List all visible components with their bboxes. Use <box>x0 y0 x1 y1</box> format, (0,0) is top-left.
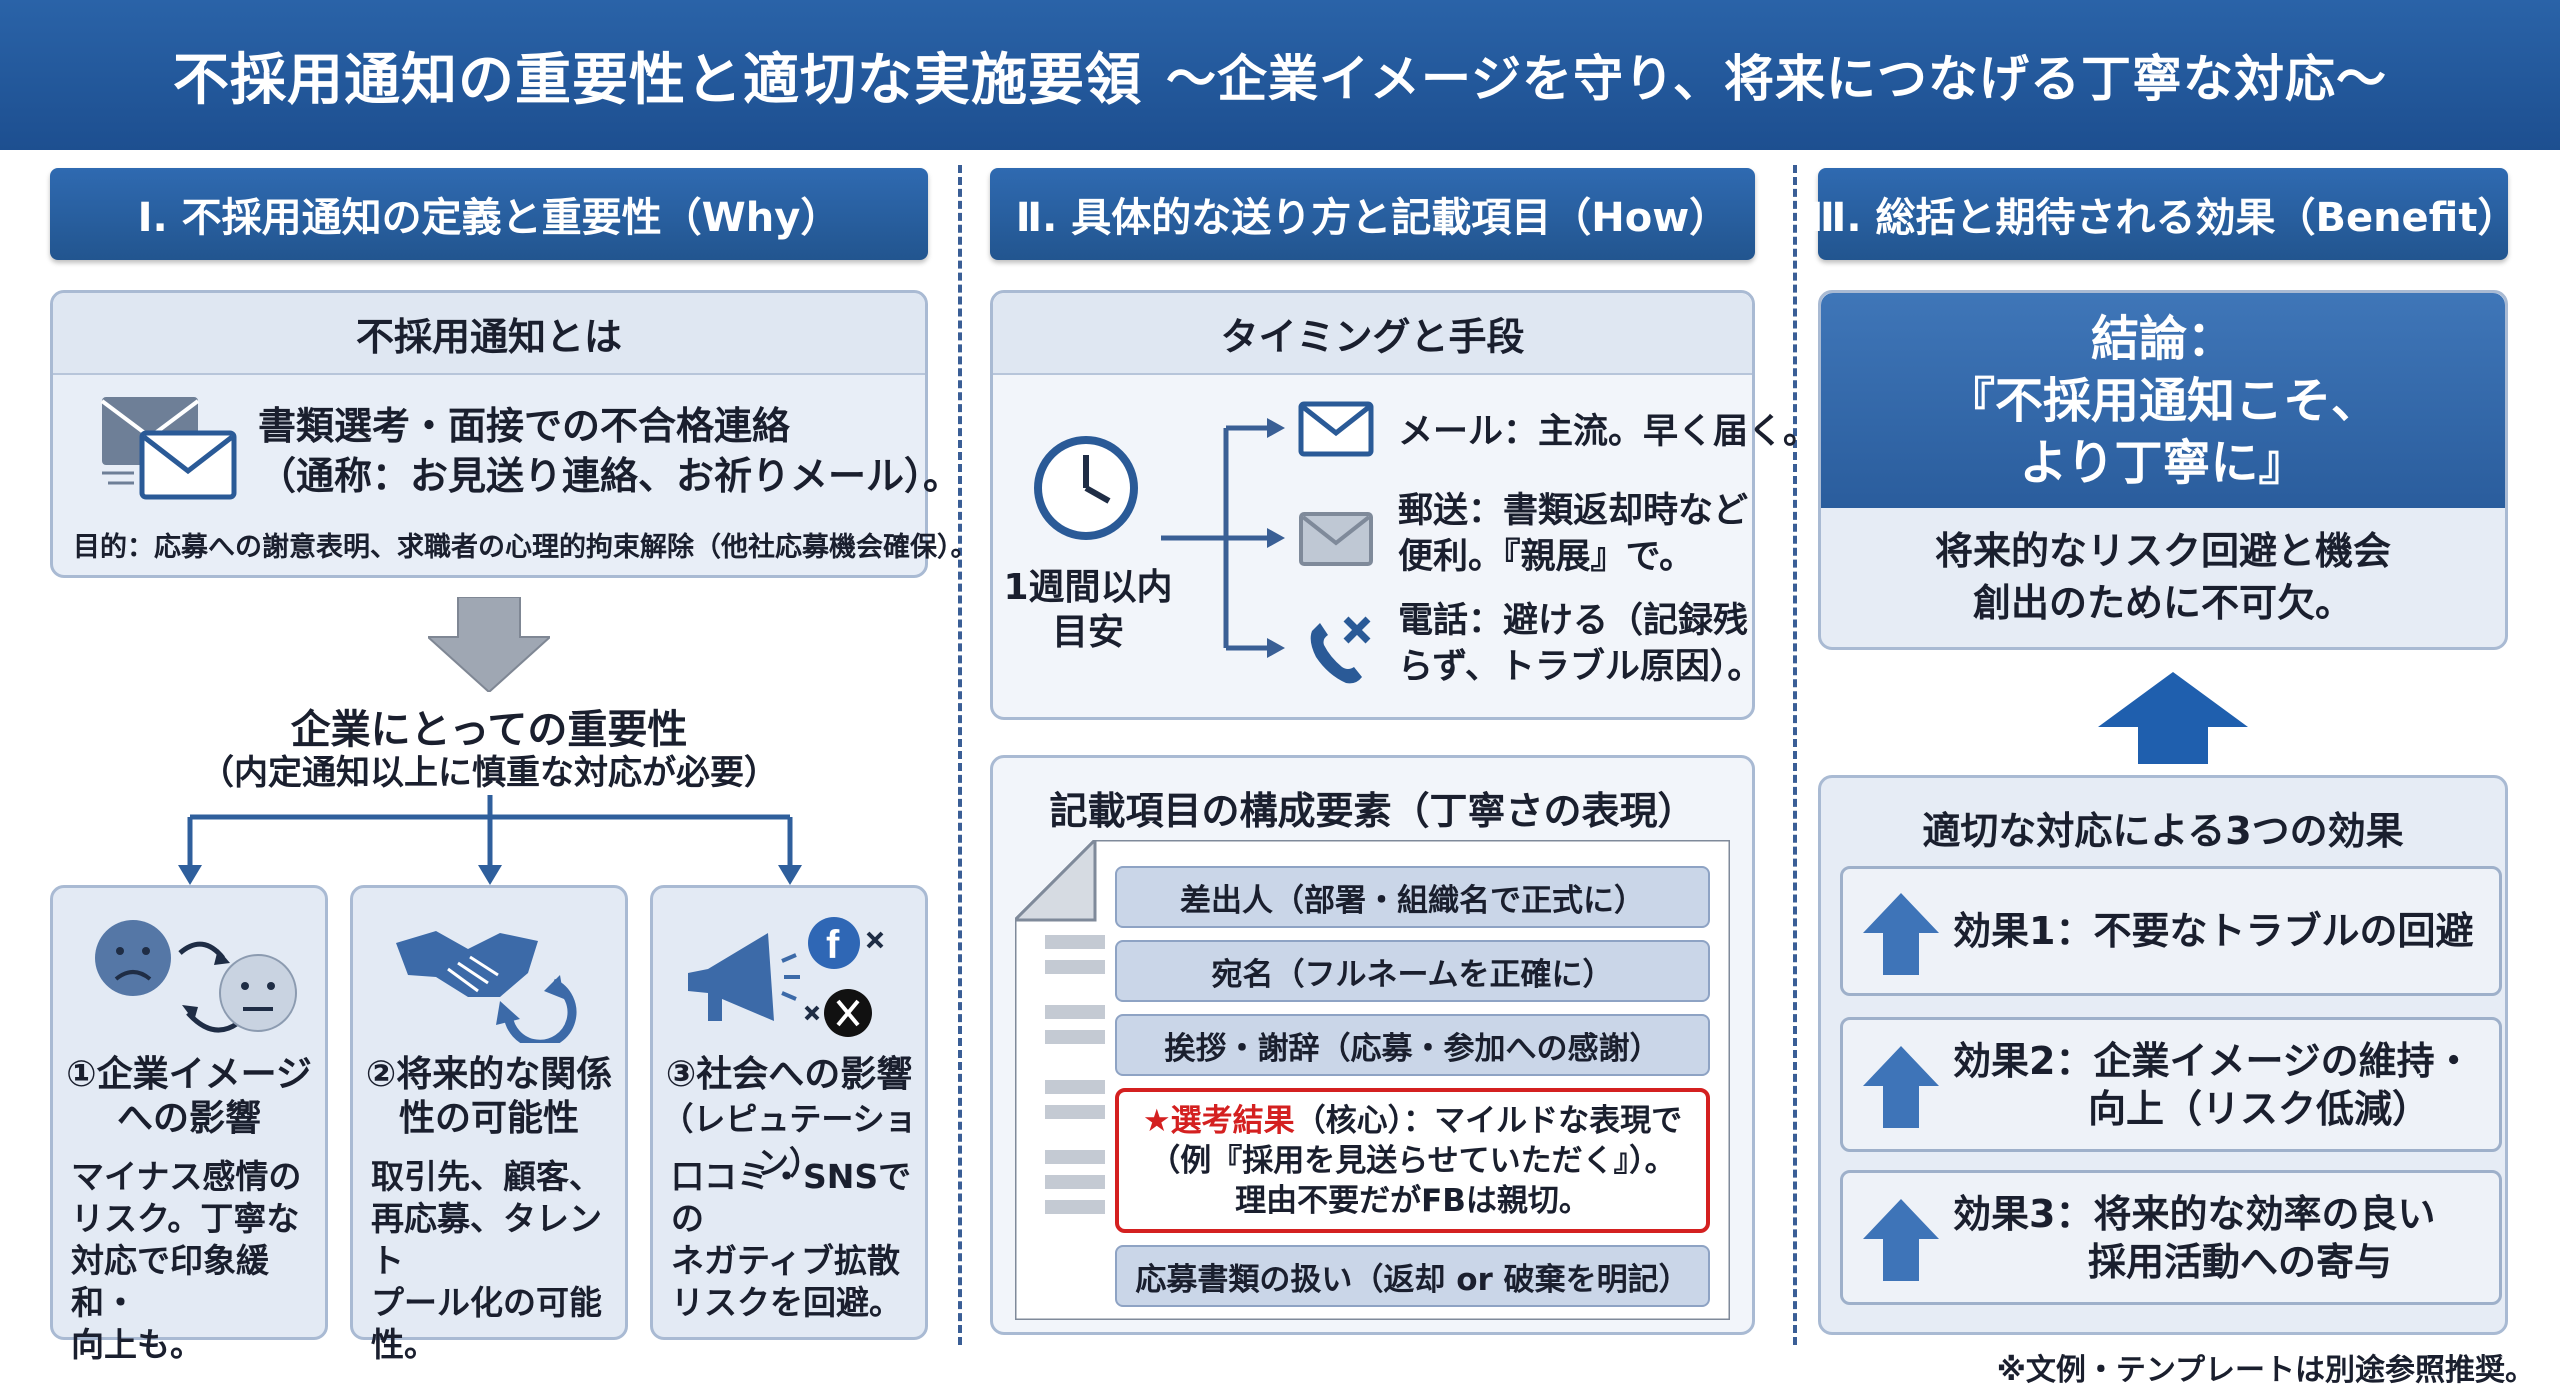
components-title: 記載項目の構成要素（丁寧さの表現） <box>1049 789 1696 833</box>
definition-title: 不採用通知とは <box>53 293 925 375</box>
branch-connector <box>178 795 802 885</box>
footnote: ※文例・テンプレートは別途参照推奨。 <box>1996 1353 2535 1388</box>
impact-card-image-heading: ①企業イメージ への影響 <box>66 1054 312 1139</box>
component-greeting: 挨拶・謝辞（応募・参加への感謝） <box>1115 1014 1710 1076</box>
section-header-why: Ⅰ. 不採用通知の定義と重要性（Why） <box>50 168 928 260</box>
doc-line <box>1045 935 1105 949</box>
impact-card-relationship-heading: ②将来的な関係 性の可能性 <box>365 1054 613 1139</box>
doc-line <box>1045 1200 1105 1214</box>
conclusion-body: 将来的なリスク回避と機会 創出のために不可欠。 <box>1934 529 2391 625</box>
definition-line-2: （通称：お見送り連絡、お祈りメール）。 <box>258 454 962 498</box>
up-arrow-icon <box>2098 672 2248 764</box>
down-arrow-icon <box>428 597 550 692</box>
definition-purpose: 目的：応募への謝意表明、求職者の心理的拘束解除（他社応募機会確保）。 <box>73 532 978 563</box>
up-arrow-icon <box>1863 1199 1939 1281</box>
timing-title: タイミングと手段 <box>993 293 1752 375</box>
doc-line <box>1045 1150 1105 1164</box>
section-header-how: Ⅱ. 具体的な送り方と記載項目（How） <box>990 168 1755 260</box>
definition-line-1: 書類選考・面接での不合格連絡 <box>258 404 791 448</box>
doc-line <box>1045 960 1105 974</box>
importance-title: 企業にとっての重要性 <box>290 707 688 753</box>
timing-panel: タイミングと手段 1週間以内 目安 メール：主流。早く届く。 郵送：書類返却時な… <box>990 290 1818 720</box>
section-header-benefit: Ⅲ. 総括と期待される効果（Benefit） <box>1809 168 2517 260</box>
effect-card-3: 効果3：将来的な効率の良い 採用活動への寄与 <box>1840 1170 2502 1305</box>
timing-label-2: 目安 <box>1051 612 1124 653</box>
method-postal: 郵送：書類返却時など 便利。『親展』で。 <box>1398 491 1749 577</box>
megaphone-sns-icon: f <box>688 917 884 1037</box>
impact-card-reputation-body: 口コミ・SNSでの ネガティブ拡散 リスクを回避。 <box>671 1157 912 1322</box>
doc-line <box>1045 1005 1105 1019</box>
component-addressee: 宛名（フルネームを正確に） <box>1115 940 1710 1002</box>
impact-card-reputation: f ③社会への影響 （レピュテーション） 口コミ・SNSでの ネガティブ拡散 リ… <box>650 885 928 1340</box>
page-subtitle: ～企業イメージを守り、将来につなげる丁寧な対応～ <box>1166 50 2387 108</box>
svg-text:f: f <box>826 923 840 967</box>
conclusion-banner: 結論： 『不採用通知こそ、 より丁寧に』 <box>1821 293 2505 508</box>
page-title-bar: 不採用通知の重要性と適切な実施要領 ～企業イメージを守り、将来につなげる丁寧な対… <box>0 0 2560 150</box>
importance-subtitle: （内定通知以上に慎重な対応が必要） <box>200 753 778 793</box>
effect-card-1: 効果1：不要なトラブルの回避 <box>1840 866 2502 996</box>
handshake-icon <box>396 931 577 1043</box>
impact-card-image: ①企業イメージ への影響 マイナス感情の リスク。丁寧な 対応で印象緩和・ 向上… <box>50 885 328 1364</box>
doc-line <box>1045 1080 1105 1094</box>
column-divider-1 <box>958 165 962 1345</box>
impact-card-image-body: マイナス感情の リスク。丁寧な 対応で印象緩和・ 向上も。 <box>71 1157 302 1364</box>
impact-card-relationship: ②将来的な関係 性の可能性 取引先、顧客、 再応募、タレント プール化の可能 性… <box>350 885 628 1364</box>
method-email: メール：主流。早く届く。 <box>1398 412 1819 452</box>
effect-card-2: 効果2：企業イメージの維持・ 向上（リスク低減） <box>1840 1017 2502 1152</box>
doc-line <box>1045 1030 1105 1044</box>
effects-title: 適切な対応による3つの効果 <box>1922 809 2404 853</box>
impact-card-reputation-heading: ③社会への影響 （レピュテーション） <box>661 1054 917 1182</box>
definition-panel: 不採用通知とは 書類選考・面接での不合格連絡 （通称：お見送り連絡、お祈りメール… <box>50 290 978 578</box>
column-divider-2 <box>1793 165 1797 1345</box>
doc-line <box>1045 1175 1105 1189</box>
timing-label-1: 1週間以内 <box>1003 567 1173 608</box>
up-arrow-icon <box>1863 1046 1939 1128</box>
page-title: 不採用通知の重要性と適切な実施要領 <box>173 47 1142 113</box>
method-phone: 電話：避ける（記録残 らず、トラブル原因）。 <box>1398 601 1763 687</box>
component-sender: 差出人（部署・組織名で正式に） <box>1115 866 1710 928</box>
conclusion-panel: 結論： 『不採用通知こそ、 より丁寧に』 将来的なリスク回避と機会 創出のために… <box>1818 290 2508 650</box>
up-arrow-icon <box>1863 893 1939 975</box>
postal-mail-icon <box>1299 512 1373 566</box>
method-branch-arrows <box>1161 418 1285 658</box>
mood-change-icon <box>95 920 297 1033</box>
clock-icon <box>1034 436 1138 540</box>
component-result-highlight: ★選考結果（核心）：マイルドな表現で （例『採用を見送らせていただく』）。 理由… <box>1115 1088 1710 1233</box>
mail-icon <box>100 397 237 500</box>
impact-card-relationship-body: 取引先、顧客、 再応募、タレント プール化の可能 性。 <box>371 1157 602 1364</box>
doc-line <box>1045 1105 1105 1119</box>
email-icon <box>1298 401 1374 457</box>
phone-declined-icon <box>1310 616 1371 684</box>
component-documents: 応募書類の扱い（返却 or 破棄を明記） <box>1115 1245 1710 1307</box>
